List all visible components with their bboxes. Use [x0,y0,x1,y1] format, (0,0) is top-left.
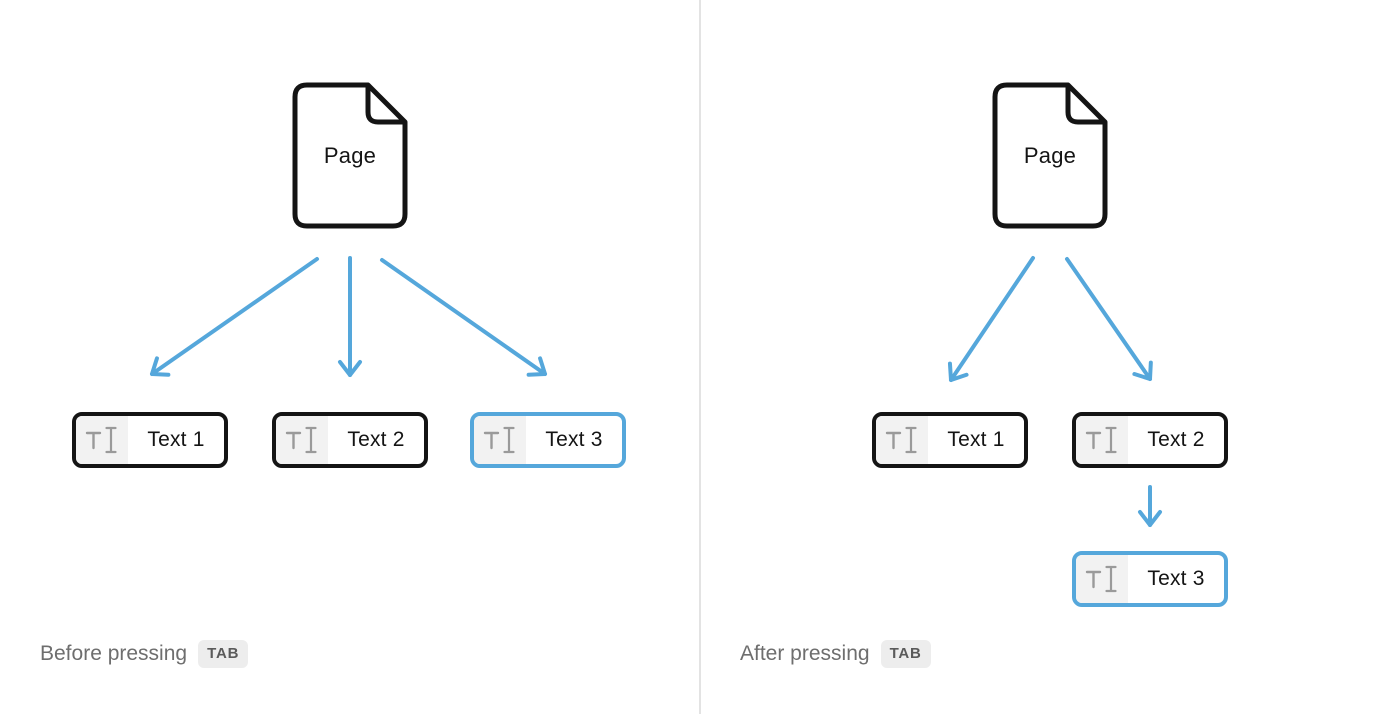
text-type-icon [76,416,128,464]
caption-after-text: After pressing [740,642,870,665]
arrow-page-to-text1-right [947,256,1035,382]
page-document-icon [992,82,1108,229]
text-block-2-left[interactable]: Text 2 [272,412,428,468]
text-block-label: Text 3 [545,428,603,451]
page-label: Page [1023,142,1077,168]
page-document-icon [292,82,408,229]
text-block-2-right[interactable]: Text 2 [1072,412,1228,468]
text-block-label: Text 1 [947,428,1005,451]
text-block-label: Text 2 [1147,428,1205,451]
text-block-label: Text 1 [147,428,205,451]
text-type-icon [276,416,328,464]
text-block-label: Text 3 [1147,567,1205,590]
caption-after: After pressing TAB [740,640,931,668]
arrow-page-to-text2-right [1065,257,1153,381]
text-type-icon [1076,555,1128,603]
arrow-page-to-text1-left [150,257,319,377]
panel-divider [699,0,701,714]
tab-key-badge: TAB [198,640,249,668]
text-type-icon [1076,416,1128,464]
text-block-3-left-selected[interactable]: Text 3 [470,412,626,468]
page-label: Page [323,142,377,168]
text-block-label: Text 2 [347,428,405,451]
text-block-3-right-selected-indented[interactable]: Text 3 [1072,551,1228,607]
tab-key-badge: TAB [880,640,931,668]
text-block-1-right[interactable]: Text 1 [872,412,1028,468]
caption-before-text: Before pressing [40,642,188,665]
text-type-icon [474,416,526,464]
arrow-page-to-text3-left [380,258,547,377]
text-type-icon [876,416,928,464]
text-block-1-left[interactable]: Text 1 [72,412,228,468]
caption-before: Before pressing TAB [40,640,249,668]
